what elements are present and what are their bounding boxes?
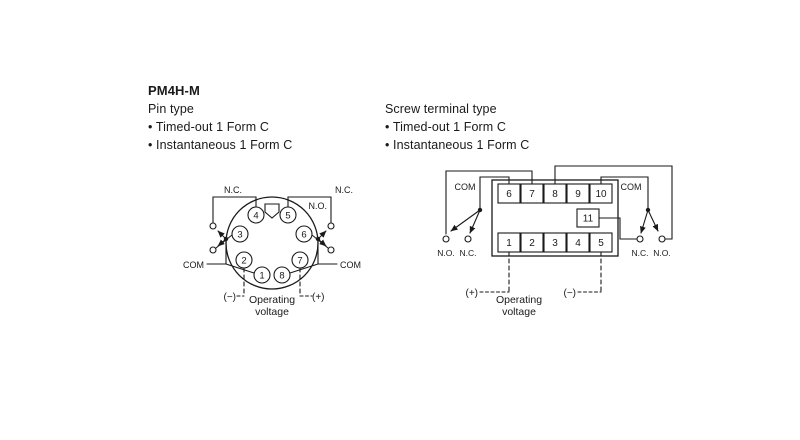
blade-no-right: [647, 209, 659, 232]
no-label-right: N.O.: [308, 201, 327, 211]
nc-label-right: N.C.: [335, 185, 353, 195]
junction-dot-right: [645, 207, 651, 213]
plus-label: (+): [466, 288, 479, 299]
no-label-left: N.O.: [437, 248, 454, 258]
pin-7: 7: [291, 251, 309, 269]
wire-pin4-to-nc-left: [212, 196, 257, 224]
terminal-4: 4: [566, 232, 590, 253]
pin-8: 8: [273, 266, 291, 284]
terminal-3-number: 3: [552, 238, 558, 249]
pin-4: 4: [247, 206, 265, 224]
nc-label-left: N.C.: [224, 185, 242, 195]
pin-5-number: 5: [285, 211, 290, 222]
terminal-9-number: 9: [575, 189, 581, 200]
contact-no-right: [327, 246, 335, 254]
terminal-10-number: 10: [595, 189, 607, 200]
terminal-10: 10: [589, 183, 613, 204]
junction-dot-left: [477, 207, 483, 213]
operating-voltage-line1: Operating: [249, 294, 295, 306]
contact-nc-right: [636, 235, 644, 243]
blade-nc-right: [640, 209, 649, 234]
terminal-11: 11: [576, 208, 600, 228]
com-label-right: COM: [340, 260, 361, 270]
terminal-2: 2: [520, 232, 544, 253]
terminal-5-number: 5: [598, 238, 604, 249]
com-label-right: COM: [621, 182, 642, 192]
pin-type-feature-1: • Timed-out 1 Form C: [148, 120, 269, 134]
contact-nc-right: [327, 222, 335, 230]
terminal-6-number: 6: [506, 189, 512, 200]
no-label-right: N.O.: [653, 248, 670, 258]
nc-label-right: N.C.: [632, 248, 649, 258]
minus-label: (−): [224, 292, 237, 303]
wire-pin5-to-nc-right: [287, 196, 332, 224]
wire-t6-to-com-left: [479, 176, 510, 209]
com-label-left: COM: [455, 182, 476, 192]
operating-voltage-line1: Operating: [496, 294, 542, 306]
socket-outline: [225, 196, 319, 290]
wire-t10-to-com-right: [600, 176, 649, 209]
pin-7-number: 7: [297, 256, 302, 267]
pin-2: 2: [235, 251, 253, 269]
minus-label: (−): [564, 288, 577, 299]
screw-type-feature-2: • Instantaneous 1 Form C: [385, 138, 530, 152]
model-name: PM4H-M: [148, 83, 200, 98]
terminal-7-number: 7: [529, 189, 535, 200]
terminal-2-number: 2: [529, 238, 535, 249]
pin-type-diagram: 4 5 3 6 2 7 1: [183, 185, 361, 318]
contact-no-left: [209, 246, 217, 254]
pin-3: 3: [231, 225, 249, 243]
blade-no-left: [450, 209, 481, 232]
plus-label: (+): [312, 292, 325, 303]
pin-5: 5: [279, 206, 297, 224]
blade-nc-left: [469, 209, 481, 234]
pin-6-number: 6: [301, 230, 306, 241]
terminal-8-number: 8: [552, 189, 558, 200]
screw-type-header: Screw terminal type • Timed-out 1 Form C…: [385, 100, 529, 154]
contact-nc-left: [209, 222, 217, 230]
terminal-5: 5: [589, 232, 613, 253]
wire-t11-to-nc-right: [598, 217, 638, 240]
terminal-8: 8: [543, 183, 567, 204]
terminal-1-number: 1: [506, 238, 512, 249]
pin-6: 6: [295, 225, 313, 243]
socket-keyway: [264, 203, 280, 219]
operating-voltage-line2: voltage: [502, 306, 536, 318]
wire-t7-to-no-left: [445, 170, 533, 235]
pin-4-number: 4: [253, 211, 258, 222]
wire-rail-to-pin8: [289, 263, 319, 274]
terminal-9: 9: [566, 183, 590, 204]
operating-voltage-line2: voltage: [255, 306, 289, 318]
pin-3-number: 3: [237, 230, 242, 241]
pin-1: 1: [253, 266, 271, 284]
terminal-6: 6: [497, 183, 521, 204]
contact-no-right: [658, 235, 666, 243]
pin-8-number: 8: [279, 271, 284, 282]
wire-t8-to-no-right: [554, 165, 673, 240]
pin-type-feature-2: • Instantaneous 1 Form C: [148, 138, 293, 152]
screw-terminal-diagram: 6 7 8 9 10 11: [437, 165, 673, 318]
pin-type-label: Pin type: [148, 102, 194, 116]
terminal-1: 1: [497, 232, 521, 253]
pin-type-header: PM4H-M Pin type • Timed-out 1 Form C • I…: [148, 82, 292, 154]
terminal-4-number: 4: [575, 238, 581, 249]
contact-nc-left: [464, 235, 472, 243]
pin-1-number: 1: [259, 271, 264, 282]
screw-type-feature-1: • Timed-out 1 Form C: [385, 120, 506, 134]
terminal-11-number: 11: [583, 214, 594, 225]
wire-rail-to-pin1: [225, 263, 255, 274]
terminal-7: 7: [520, 183, 544, 204]
terminal-3: 3: [543, 232, 567, 253]
nc-label-left: N.C.: [460, 248, 477, 258]
pin-2-number: 2: [241, 256, 246, 267]
screw-type-label: Screw terminal type: [385, 102, 497, 116]
contact-no-left: [442, 235, 450, 243]
com-label-left: COM: [183, 260, 204, 270]
